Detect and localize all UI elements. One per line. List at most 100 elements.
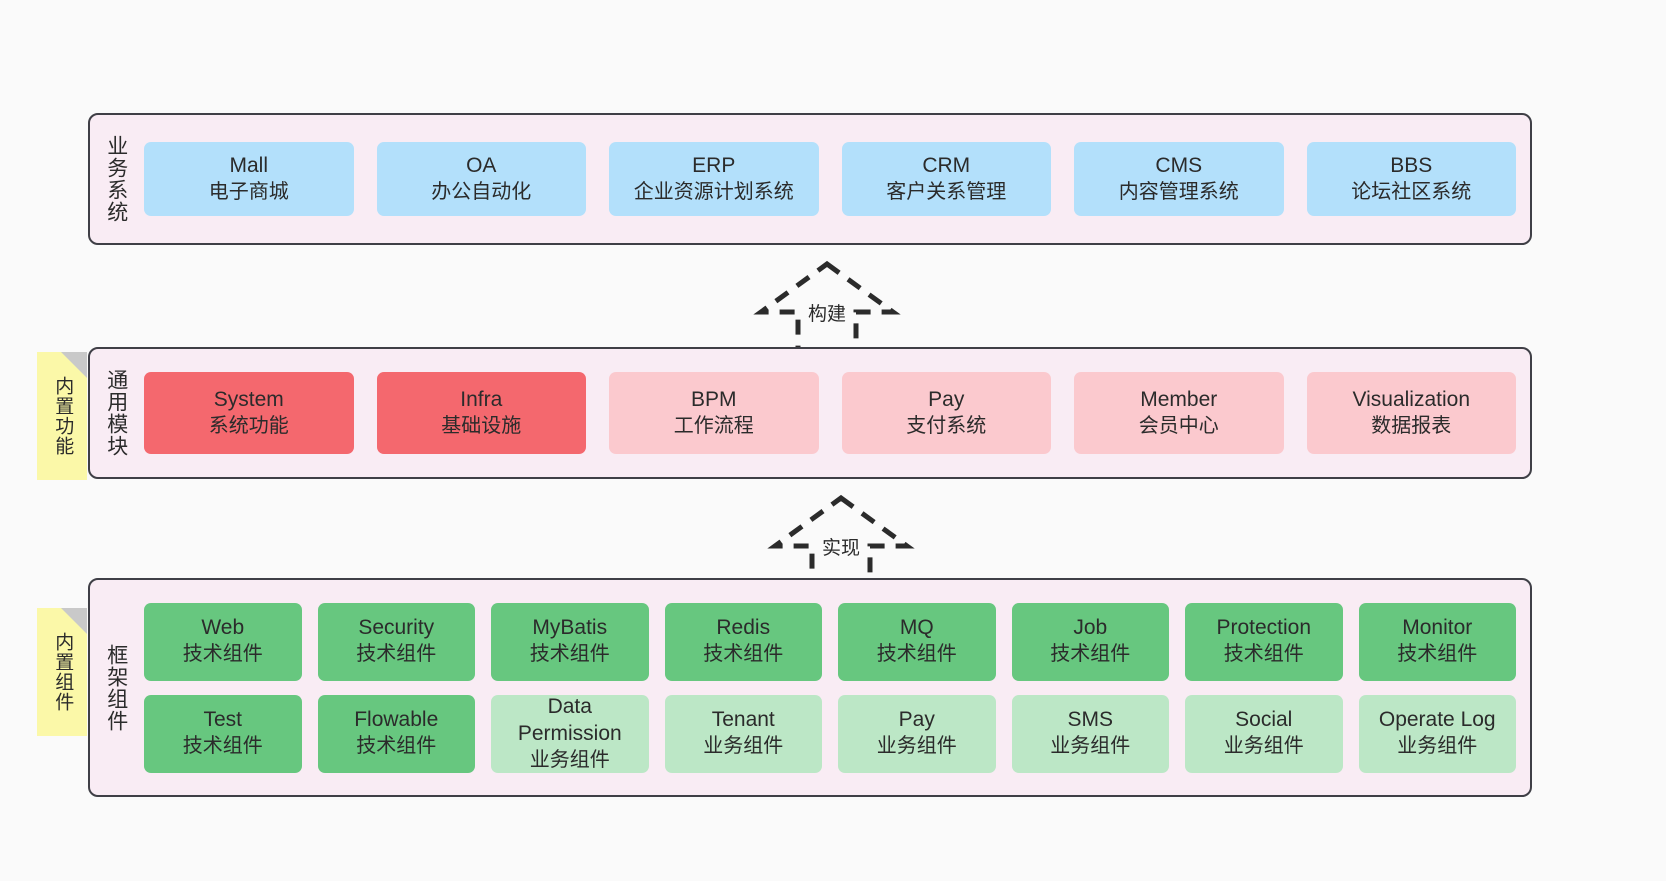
arrow-build: 构建 [752, 258, 902, 356]
card-title-cn: 数据报表 [1371, 414, 1452, 437]
common-module-body: System 系统功能 Infra 基础设施 BPM 工作流程 Pay 支付系统 Member 会… [138, 349, 1530, 477]
card-title-cn: 业务组件 [529, 748, 610, 771]
card-title-en: CRM [922, 153, 971, 177]
common-module-row: System 系统功能 Infra 基础设施 BPM 工作流程 Pay 支付系统 Member 会… [144, 372, 1516, 454]
common-module-title: 通用模块 [104, 369, 128, 457]
card-title-cn: 技术组件 [1397, 643, 1478, 666]
card-title-cn: 技术组件 [182, 735, 263, 758]
card-title-en: Redis [716, 616, 771, 640]
card-title-en: OA [466, 153, 497, 177]
card-title-en: Operate Log [1378, 708, 1496, 732]
card-title-cn: 论坛社区系统 [1351, 180, 1472, 203]
card-title-cn: 技术组件 [1050, 643, 1131, 666]
card-title-en: Protection [1216, 616, 1312, 640]
card-title-cn: 技术组件 [529, 643, 610, 666]
framework-card-job[interactable]: Job 技术组件 [1011, 602, 1169, 681]
card-title-en: Social [1235, 708, 1293, 732]
module-card-bpm[interactable]: BPM 工作流程 [609, 372, 819, 454]
note-builtin-components-label: 内置组件 [52, 632, 74, 712]
framework-card-protection[interactable]: Protection 技术组件 [1185, 602, 1343, 681]
card-title-cn: 技术组件 [1223, 643, 1304, 666]
framework-card-tenant[interactable]: Tenant 业务组件 [664, 694, 822, 773]
card-title-en: MQ [899, 616, 934, 640]
framework-card-redis[interactable]: Redis 技术组件 [664, 602, 822, 681]
module-card-member[interactable]: Member 会员中心 [1074, 372, 1284, 454]
card-title-cn: 会员中心 [1138, 414, 1219, 437]
card-title-en: Data Permission [517, 694, 622, 745]
card-title-cn: 技术组件 [876, 643, 957, 666]
note-builtin-features: 内置功能 [37, 352, 87, 480]
arrow-implement: 实现 [766, 492, 916, 590]
framework-card-data-permission[interactable]: Data Permission 业务组件 [491, 694, 649, 773]
note-fold-corner-icon [61, 608, 87, 634]
module-card-system[interactable]: System 系统功能 [144, 372, 354, 454]
card-title-cn: 业务组件 [1397, 735, 1478, 758]
card-title-en: Pay [928, 387, 965, 411]
card-title-cn: 业务组件 [1223, 735, 1304, 758]
business-system-title: 业务系统 [104, 135, 128, 223]
card-title-en: Pay [898, 708, 935, 732]
card-title-cn: 技术组件 [356, 643, 437, 666]
card-title-en: Tenant [711, 708, 775, 732]
module-card-pay[interactable]: Pay 支付系统 [841, 372, 1051, 454]
card-title-en: Security [358, 616, 435, 640]
card-title-cn: 办公自动化 [431, 180, 532, 203]
framework-card-web[interactable]: Web 技术组件 [144, 602, 302, 681]
framework-card-mq[interactable]: MQ 技术组件 [838, 602, 996, 681]
card-title-en: SMS [1067, 708, 1113, 732]
card-title-en: ERP [692, 153, 736, 177]
card-title-cn: 内容管理系统 [1118, 180, 1239, 203]
note-builtin-components: 内置组件 [37, 608, 87, 736]
business-card-erp[interactable]: ERP 企业资源计划系统 [609, 142, 819, 216]
card-title-en: Infra [460, 387, 503, 411]
framework-card-operate-log[interactable]: Operate Log 业务组件 [1358, 694, 1516, 773]
card-title-cn: 业务组件 [703, 735, 784, 758]
module-card-visualization[interactable]: Visualization 数据报表 [1306, 372, 1516, 454]
card-title-en: MyBatis [532, 616, 608, 640]
framework-card-monitor[interactable]: Monitor 技术组件 [1358, 602, 1516, 681]
card-title-cn: 技术组件 [182, 643, 263, 666]
card-title-en: BPM [690, 387, 737, 411]
business-card-oa[interactable]: OA 办公自动化 [376, 142, 586, 216]
card-title-en: Mall [229, 153, 268, 177]
framework-card-security[interactable]: Security 技术组件 [317, 602, 475, 681]
framework-card-sms[interactable]: SMS 业务组件 [1011, 694, 1169, 773]
card-title-en: Visualization [1352, 387, 1471, 411]
card-title-cn: 工作流程 [673, 414, 754, 437]
card-title-en: System [213, 387, 284, 411]
card-title-cn: 技术组件 [703, 643, 784, 666]
card-title-cn: 企业资源计划系统 [633, 180, 794, 203]
framework-card-social[interactable]: Social 业务组件 [1185, 694, 1343, 773]
note-fold-corner-icon [61, 352, 87, 378]
framework-component-title: 框架组件 [104, 643, 128, 732]
note-builtin-features-label: 内置功能 [52, 376, 74, 456]
card-title-en: Job [1073, 616, 1108, 640]
business-card-cms[interactable]: CMS 内容管理系统 [1074, 142, 1284, 216]
card-title-en: Member [1140, 387, 1218, 411]
card-title-en: Monitor [1402, 616, 1473, 640]
card-title-cn: 业务组件 [1050, 735, 1131, 758]
framework-card-mybatis[interactable]: MyBatis 技术组件 [491, 602, 649, 681]
card-title-en: Flowable [354, 708, 439, 732]
framework-card-pay[interactable]: Pay 业务组件 [838, 694, 996, 773]
card-title-en: Web [201, 616, 245, 640]
card-title-cn: 系统功能 [208, 414, 289, 437]
common-module-section: 通用模块 System 系统功能 Infra 基础设施 BPM 工作流程 Pay 支付系统 Me… [88, 347, 1532, 479]
module-card-infra[interactable]: Infra 基础设施 [376, 372, 586, 454]
card-title-cn: 支付系统 [906, 414, 987, 437]
card-title-en: CMS [1155, 153, 1203, 177]
card-title-cn: 业务组件 [876, 735, 957, 758]
card-title-cn: 基础设施 [441, 414, 522, 437]
